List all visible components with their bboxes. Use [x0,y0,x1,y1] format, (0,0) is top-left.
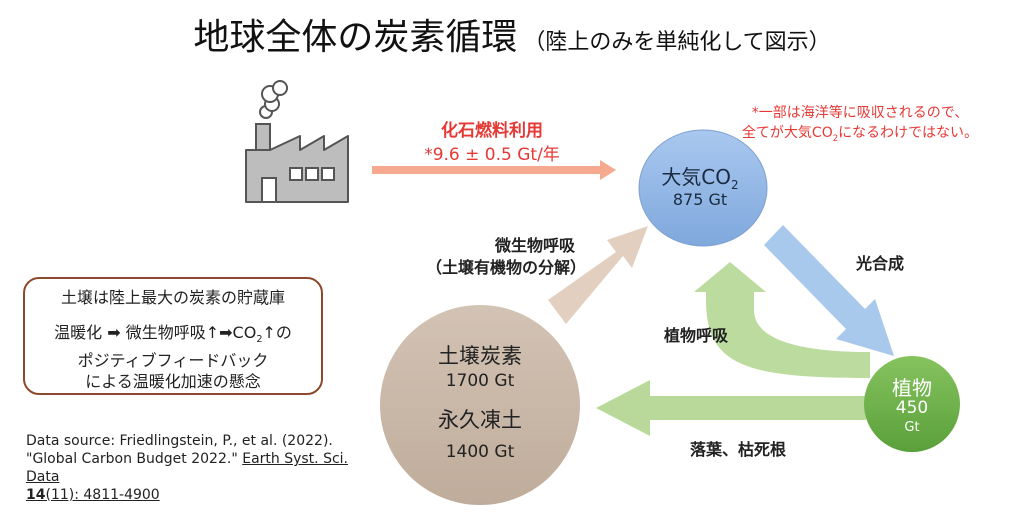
source-line-2: "Global Carbon Budget 2022." Earth Syst.… [26,450,366,486]
atmosphere-circle [638,129,768,247]
photosynthesis-arrow [764,225,894,356]
plants-name: 植物 [892,376,932,400]
info-box: 土壌は陸上最大の炭素の貯蔵庫 温暖化 ➡ 微生物呼吸↑➡CO2↑の ポジティブフ… [23,277,323,395]
microbial-respiration-arrow [548,226,648,324]
data-source: Data source: Friedlingstein, P., et al. … [26,432,366,504]
source-title: "Global Carbon Budget 2022." [26,451,238,467]
microbial-respiration-sublabel: （土壌有機物の分解） [426,258,587,277]
permafrost-name: 永久凍土 [438,408,522,432]
title-sub: （陸上のみを単純化して図示） [523,30,831,55]
smoke-icon [259,80,288,119]
source-prefix: Data source: Friedlingstein, P., et al. … [26,433,333,449]
permafrost-value: 1400 Gt [445,442,515,462]
atmosphere-name: 大気CO2 [661,165,739,192]
source-volume: 14 [26,487,46,503]
plants-unit: Gt [904,420,920,435]
microbial-respiration-label: 微生物呼吸 [495,236,576,255]
info-box-line-4: による温暖化加速の懸念 [85,372,261,392]
source-journal[interactable]: Earth Syst. Sci. Data [26,451,348,485]
atmosphere-value: 875 Gt [672,190,728,209]
plant-respiration-arrow [694,262,870,378]
title-main: 地球全体の炭素循環 [193,17,518,58]
litter-arrow [596,380,866,436]
litter-label: 落葉、枯死根 [690,440,787,459]
fossil-fuel-arrow [372,160,616,180]
photosynthesis-label: 光合成 [856,254,905,273]
soil-circle [380,305,580,505]
source-issue-pages: (11): 4811-4900 [45,487,160,503]
plants-circle [864,356,960,452]
source-line-3: 14(11): 4811-4900 [26,486,366,504]
info-box-line-3: ポジティブフィードバック [77,351,269,371]
note-line-1: *一部は海洋等に吸収されるので、 [751,105,969,121]
info-box-line-1: 土壌は陸上最大の炭素の貯蔵庫 [60,288,285,307]
fossil-fuel-value: *9.6 ± 0.5 Gt/年 [424,145,560,165]
note-line-2: 全てが大気CO2になるわけではない。 [741,125,979,143]
plants-value: 450 [895,398,929,418]
plant-respiration-label: 植物呼吸 [664,326,729,345]
info-box-line-2: 温暖化 ➡ 微生物呼吸↑➡CO2↑の [54,323,292,346]
fossil-fuel-label: 化石燃料利用 [441,121,543,141]
soil-name: 土壌炭素 [438,344,522,368]
page-title: 地球全体の炭素循環（陸上のみを単純化して図示） [0,8,1024,60]
soil-value: 1700 Gt [445,371,515,391]
note-text: *一部は海洋等に吸収されるので、 全てが大気CO2になるわけではない。 [700,103,1020,148]
factory-icon [245,80,349,203]
